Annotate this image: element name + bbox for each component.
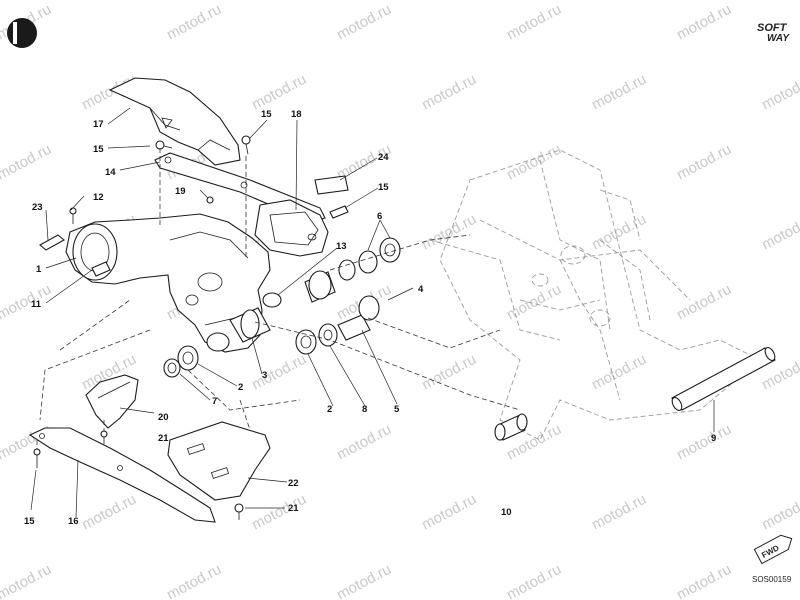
callout-8: 8 bbox=[362, 404, 367, 415]
watermark-text: motod.ru bbox=[419, 351, 479, 394]
watermark-text: motod.ru bbox=[79, 491, 139, 534]
watermark-text: motod.ru bbox=[249, 491, 309, 534]
leader-lines bbox=[30, 107, 715, 518]
watermark-text: motod.ru bbox=[164, 561, 224, 600]
callout-11: 11 bbox=[31, 299, 42, 310]
callout-22: 22 bbox=[288, 478, 299, 489]
watermark-text: motod.ru bbox=[419, 211, 479, 254]
watermark-text: motod.ru bbox=[589, 351, 649, 394]
screw-19-icon bbox=[206, 196, 214, 204]
watermark-text: motod.ru bbox=[504, 561, 564, 600]
diagram-code: SOS00159 bbox=[752, 575, 792, 584]
callout-2-right: 2 bbox=[327, 404, 332, 415]
watermark-text: motod.ru bbox=[164, 1, 224, 44]
watermark-text: motod.ru bbox=[674, 1, 734, 44]
callout-13: 13 bbox=[336, 241, 347, 252]
part-22-skid-plate bbox=[167, 421, 271, 501]
brand-logo: SOFT WAY bbox=[757, 22, 790, 44]
callout-5: 5 bbox=[394, 404, 400, 415]
callout-7: 7 bbox=[212, 396, 217, 407]
watermark-text: motod.ru bbox=[249, 351, 309, 394]
watermark-text: motod.ru bbox=[674, 281, 734, 324]
part-7-seal-left bbox=[163, 358, 181, 378]
watermark-text: motod.ru bbox=[674, 421, 734, 464]
assembly-lines bbox=[36, 148, 521, 450]
callout-21: 21 bbox=[158, 433, 169, 444]
part-2-bearing-left bbox=[177, 345, 199, 371]
callout-18: 18 bbox=[291, 109, 302, 120]
watermark-text: motod.ru bbox=[334, 1, 394, 44]
watermark-text: motod.ru bbox=[419, 491, 479, 534]
callout-4: 4 bbox=[418, 284, 424, 295]
callout-10: 10 bbox=[501, 507, 512, 518]
callout-21b: 21 bbox=[288, 503, 299, 514]
callout-15c: 15 bbox=[378, 182, 389, 193]
watermark-text: motod.ru bbox=[759, 71, 800, 114]
part-5-pin bbox=[337, 295, 380, 341]
bolt-15c-icon bbox=[329, 205, 349, 219]
brand-top: SOFT bbox=[757, 22, 788, 34]
watermark-text: motod.ru bbox=[674, 141, 734, 184]
watermark-text: motod.ru bbox=[504, 1, 564, 44]
part-9-axle bbox=[671, 346, 776, 412]
callout-15: 15 bbox=[93, 144, 104, 155]
frame-outline bbox=[429, 149, 761, 441]
callout-3: 3 bbox=[262, 370, 267, 381]
watermark-text: motod.ru bbox=[674, 561, 734, 600]
watermark-text: motod.ru bbox=[0, 561, 54, 600]
bolt-15a-icon bbox=[241, 135, 251, 155]
screw-12-icon bbox=[69, 207, 77, 224]
screw-21a-icon bbox=[100, 430, 108, 444]
watermark-text: motod.ru bbox=[504, 141, 564, 184]
part-8-bearing-right bbox=[318, 323, 338, 347]
bolt-15d-icon bbox=[33, 448, 41, 468]
callout-12: 12 bbox=[93, 192, 104, 203]
part-10-bushing bbox=[494, 413, 528, 441]
callout-14: 14 bbox=[105, 167, 116, 178]
callout-19: 19 bbox=[175, 186, 186, 197]
part-16-chain-slider bbox=[28, 427, 216, 523]
part-24-label bbox=[314, 175, 349, 195]
callout-20: 20 bbox=[158, 412, 169, 423]
callout-15b: 15 bbox=[261, 109, 272, 120]
callouts: 17 15 14 12 23 1 11 19 15 18 24 15 6 13 … bbox=[24, 109, 716, 527]
part-13-bushing bbox=[262, 270, 336, 308]
part-17-chain-guard bbox=[108, 77, 241, 166]
watermark-text: motod.ru bbox=[589, 71, 649, 114]
part-18-side-plate bbox=[254, 199, 329, 257]
clip-23-icon bbox=[39, 234, 65, 251]
part-2-bearing-right bbox=[295, 329, 317, 355]
screw-21b-icon bbox=[234, 503, 244, 520]
bolt-15b-icon bbox=[155, 140, 173, 150]
watermark-text: motod.ru bbox=[0, 281, 54, 324]
part-20-guard bbox=[85, 374, 139, 429]
watermark-text: motod.ru bbox=[334, 421, 394, 464]
callout-9: 9 bbox=[711, 433, 716, 444]
part-3-pivot-sleeve bbox=[206, 307, 271, 352]
callout-6: 6 bbox=[377, 211, 382, 222]
nipple-11-icon bbox=[91, 261, 111, 277]
watermark-text: motod.ru bbox=[759, 211, 800, 254]
brand-bottom: WAY bbox=[767, 33, 790, 44]
callout-16: 16 bbox=[68, 516, 79, 527]
callout-24: 24 bbox=[378, 152, 389, 163]
callout-15d: 15 bbox=[24, 516, 35, 527]
watermark-text: motod.ru bbox=[504, 281, 564, 324]
watermark-text: motod.ru bbox=[759, 491, 800, 534]
watermark-text: motod.ru bbox=[334, 561, 394, 600]
fwd-direction-icon: FWD bbox=[753, 534, 793, 565]
callout-17: 17 bbox=[93, 119, 104, 130]
callout-23: 23 bbox=[32, 202, 43, 213]
watermark-text: motod.ru bbox=[419, 71, 479, 114]
watermark-text: motod.ru bbox=[249, 71, 309, 114]
watermark-text: motod.ru bbox=[0, 141, 54, 184]
callout-2-left: 2 bbox=[238, 382, 243, 393]
part-6-spacers bbox=[338, 237, 401, 281]
corner-logo bbox=[7, 18, 37, 48]
callout-1: 1 bbox=[36, 264, 42, 275]
watermark-text: motod.ru bbox=[589, 491, 649, 534]
